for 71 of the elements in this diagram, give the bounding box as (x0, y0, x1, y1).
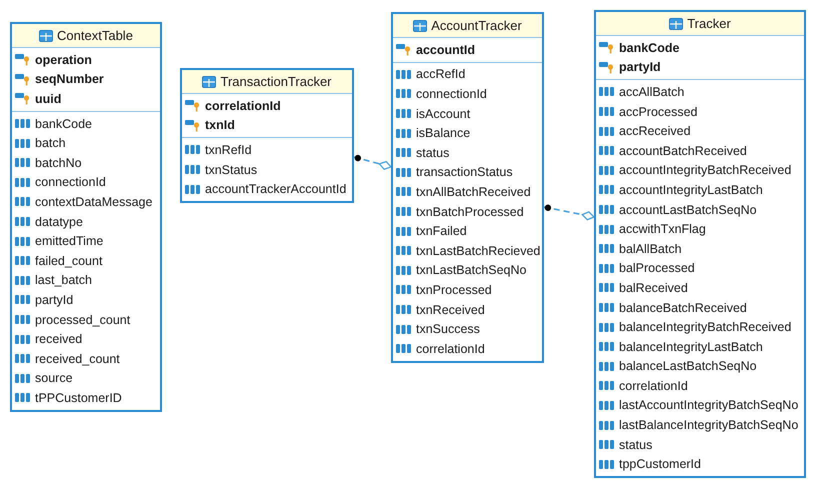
column-name: balanceLastBatchSeqNo (619, 359, 757, 374)
column-name: accountIntegrityLastBatch (619, 182, 763, 197)
column-name: txnAllBatchReceived (416, 184, 531, 199)
column-name: connectionId (35, 175, 106, 190)
column-name: status (416, 146, 450, 160)
column-name: txnLastBatchSeqNo (416, 263, 526, 278)
column-name: txnReceived (416, 302, 485, 317)
column-name: accountLastBatchSeqNo (619, 202, 757, 217)
table-name: AccountTracker (431, 18, 522, 33)
column-name: txnProcessed (416, 282, 492, 297)
table-card (594, 10, 806, 478)
column-name: balanceIntegrityLastBatch (619, 340, 763, 354)
column-name: balReceived (619, 280, 688, 295)
column-name: last_batch (35, 273, 92, 288)
key-column-name: correlationId (205, 98, 281, 113)
column-name: accountTrackerAccountId (205, 182, 346, 196)
column-name: source (35, 371, 73, 386)
relationship-line (354, 154, 392, 170)
column-name: bankCode (35, 116, 92, 131)
column-name: batch (35, 136, 66, 150)
column-name: lastAccountIntegrityBatchSeqNo (619, 398, 798, 412)
column-name: balProcessed (619, 261, 695, 276)
column-name: lastBalanceIntegrityBatchSeqNo (619, 418, 798, 432)
column-name: tppCustomerId (619, 457, 701, 472)
column-name: txnSuccess (416, 322, 480, 336)
column-name: isBalance (416, 126, 470, 140)
column-name: connectionId (416, 86, 487, 101)
column-name: batchNo (35, 156, 82, 170)
key-column-name: uuid (35, 92, 62, 106)
key-column-name: operation (35, 52, 92, 67)
column-name: balanceIntegrityBatchReceived (619, 320, 792, 334)
column-name: txnBatchProcessed (416, 204, 524, 219)
column-name: datatype (35, 214, 83, 229)
column-name: accountBatchReceived (619, 144, 747, 158)
column-name: balanceBatchReceived (619, 300, 747, 315)
column-name: partyId (35, 292, 74, 307)
column-name: accReceived (619, 124, 691, 138)
column-name: accountIntegrityBatchReceived (619, 163, 792, 178)
column-name: accwithTxnFlag (619, 222, 706, 236)
key-column-name: txnId (205, 118, 235, 132)
column-name: txnFailed (416, 224, 467, 238)
column-name: contextDataMessage (35, 194, 152, 209)
column-name: balAllBatch (619, 242, 682, 256)
table-card (180, 68, 354, 203)
column-name: status (619, 438, 652, 452)
column-name: accRefId (416, 67, 466, 82)
column-name: emittedTime (35, 234, 104, 248)
column-name: accAllBatch (619, 84, 684, 99)
table-name: ContextTable (57, 28, 133, 43)
column-name: txnStatus (205, 162, 258, 177)
column-name: tPPCustomerID (35, 390, 122, 405)
table-name: Tracker (687, 16, 731, 31)
column-name: received_count (35, 352, 120, 366)
table-card (10, 22, 162, 412)
column-name: failed_count (35, 254, 102, 268)
column-name: isAccount (416, 106, 470, 121)
column-name: received (35, 332, 82, 346)
column-name: transactionStatus (416, 165, 513, 180)
key-column-name: bankCode (619, 40, 680, 55)
column-name: txnLastBatchRecieved (416, 244, 540, 258)
key-column-name: partyId (619, 60, 661, 74)
key-column-name: seqNumber (35, 72, 104, 86)
column-name: correlationId (619, 378, 688, 393)
column-name: txnRefId (205, 142, 252, 157)
relationship-line (544, 204, 595, 220)
table-card (391, 12, 544, 362)
column-name: correlationId (416, 342, 485, 356)
column-name: accProcessed (619, 104, 698, 119)
table-name: TransactionTracker (220, 74, 332, 89)
key-column-name: accountId (416, 42, 476, 57)
column-name: processed_count (35, 312, 130, 327)
